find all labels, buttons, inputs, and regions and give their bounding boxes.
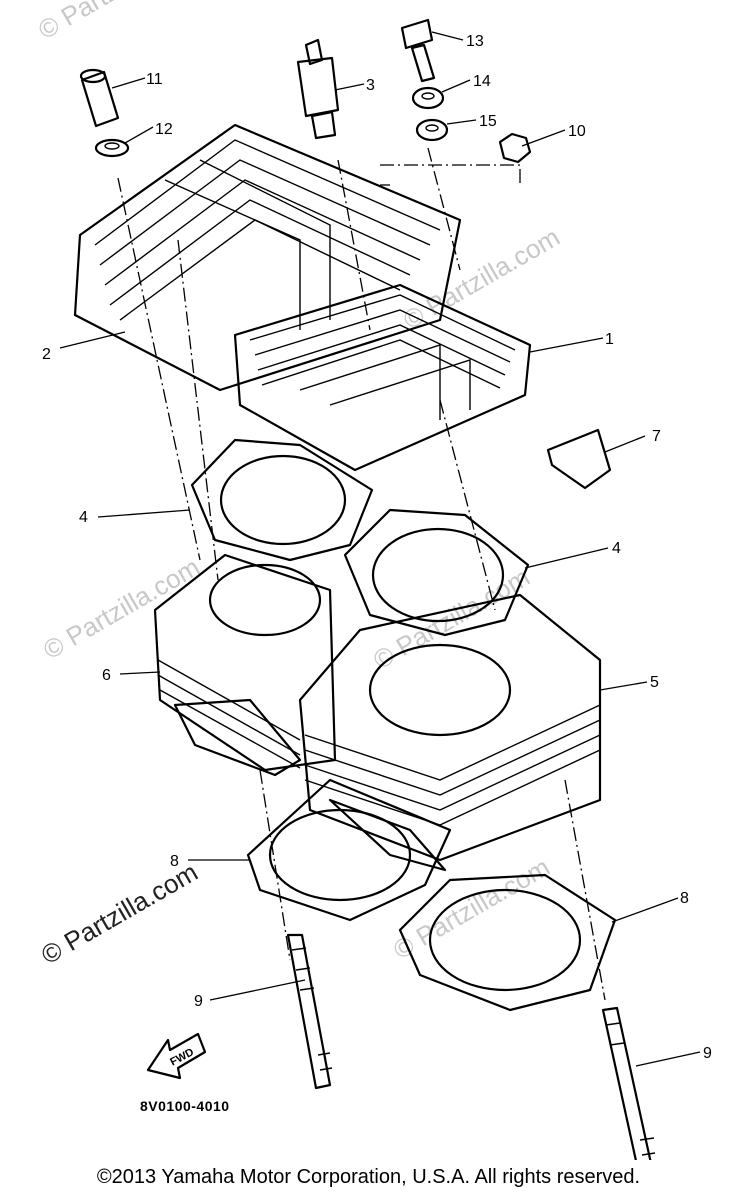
callout-11: 11 [146, 71, 163, 88]
watermark-center: © Partzilla.com [368, 562, 535, 676]
forward-arrow-icon: FWD [146, 1032, 207, 1080]
callout-7: 7 [652, 428, 661, 445]
callout-12: 12 [155, 121, 173, 138]
callout-4-rear: 4 [79, 509, 88, 526]
callout-2: 2 [42, 346, 51, 363]
diagram-code: 8V0100-4010 [140, 1098, 230, 1114]
head-gasket-front [343, 508, 530, 637]
cylinder-head-rear [73, 123, 462, 392]
watermark-lower: © Partzilla.com [388, 852, 555, 966]
callout-15: 15 [479, 113, 497, 130]
stud-bolt-left [286, 933, 333, 1090]
spark-plug [296, 38, 340, 140]
callout-14: 14 [473, 73, 491, 90]
damper-block [546, 428, 612, 490]
callout-13: 13 [466, 33, 484, 50]
exploded-view-svg: © Partzilla.com © Partzilla.com © Partzi… [33, 0, 712, 1172]
dowel-pin [79, 68, 120, 128]
copyright-notice: ©2013 Yamaha Motor Corporation, U.S.A. A… [96, 1166, 641, 1188]
o-ring [94, 138, 130, 158]
callout-9-right: 9 [703, 1045, 712, 1062]
callout-8-front: 8 [680, 890, 689, 907]
callout-4-front: 4 [612, 540, 621, 557]
watermark-main: © Partzilla.com [36, 857, 203, 971]
stud-bolt-right [601, 1006, 656, 1172]
callout-3: 3 [366, 77, 375, 94]
watermark-mid: © Partzilla.com [398, 222, 565, 336]
callout-6: 6 [102, 667, 111, 684]
cylinder-head-front [233, 283, 532, 472]
washer-upper [411, 86, 445, 110]
head-gasket-rear [190, 438, 374, 562]
watermark-left: © Partzilla.com [38, 552, 205, 666]
callout-9-left: 9 [194, 993, 203, 1010]
callout-8-rear: 8 [170, 853, 179, 870]
washer-lower [415, 118, 449, 142]
base-gasket-front [398, 873, 617, 1012]
watermark-top: © Partzilla.com [33, 0, 200, 45]
callout-10: 10 [568, 123, 586, 140]
base-gasket-rear [246, 778, 452, 922]
bolt [400, 18, 436, 83]
cylinder-rear [153, 553, 337, 777]
callout-5: 5 [650, 674, 659, 691]
nut [498, 132, 532, 164]
callout-1: 1 [605, 331, 614, 348]
leader-lines [59, 31, 701, 1067]
